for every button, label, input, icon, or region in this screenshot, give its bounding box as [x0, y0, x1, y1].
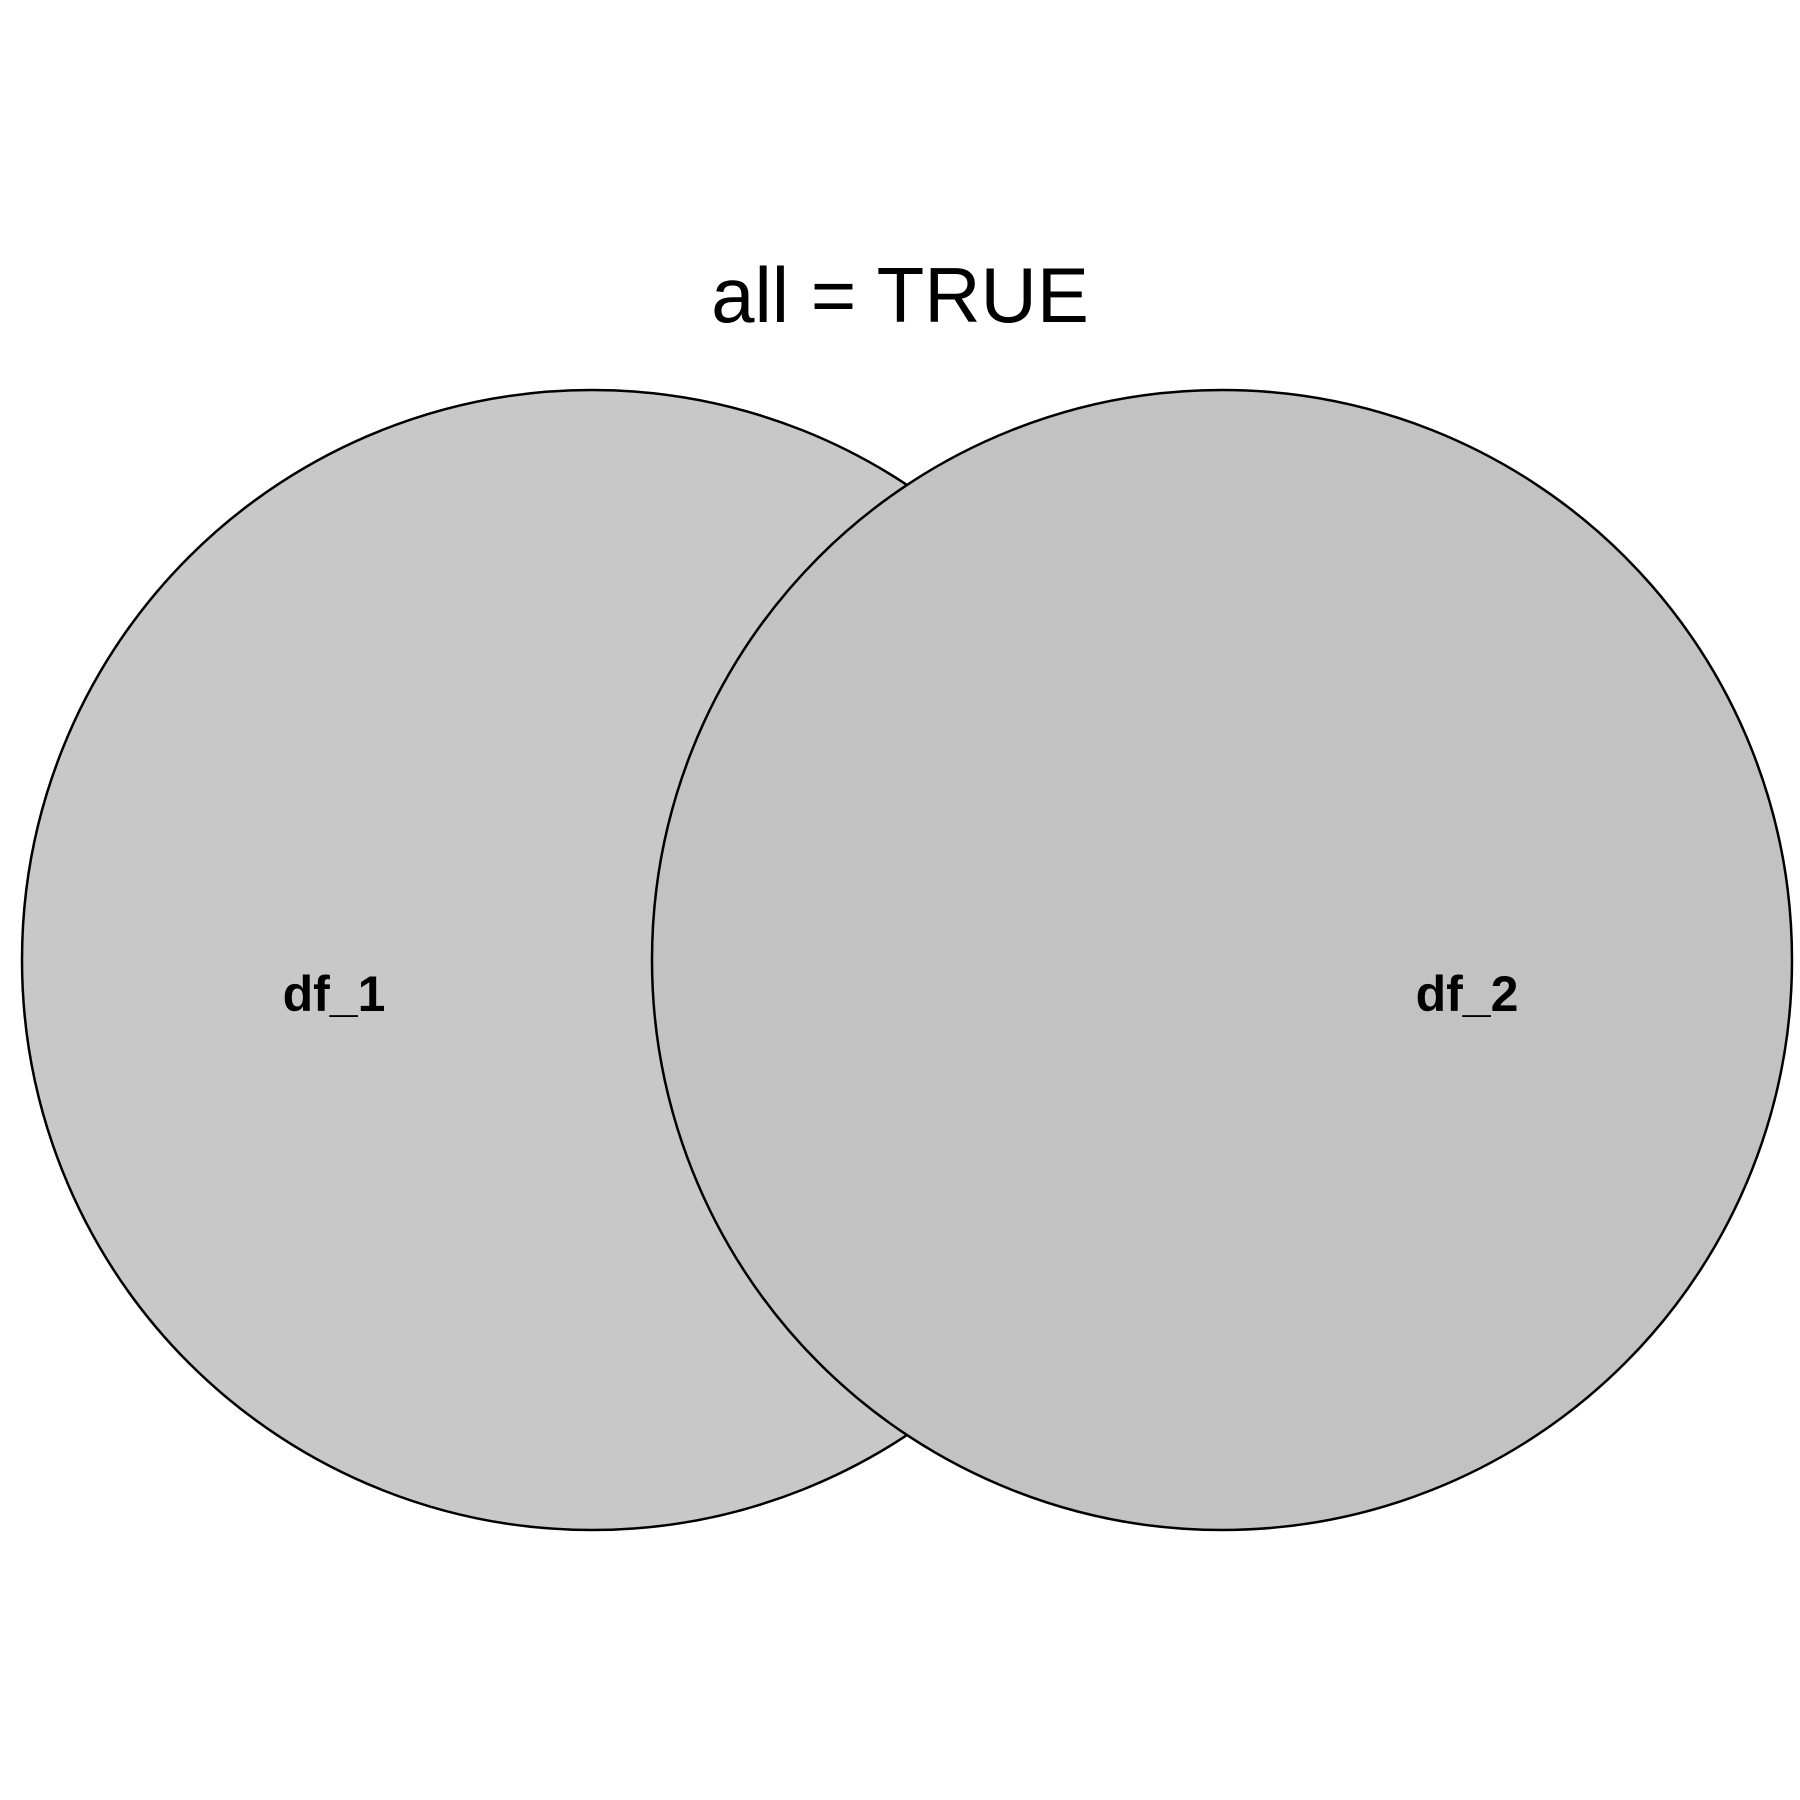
set-label-df-1: df_1	[283, 966, 386, 1022]
diagram-title: all = TRUE	[711, 251, 1089, 339]
set-label-df-2: df_2	[1416, 966, 1519, 1022]
set-circle-df-2	[650, 388, 1794, 1532]
